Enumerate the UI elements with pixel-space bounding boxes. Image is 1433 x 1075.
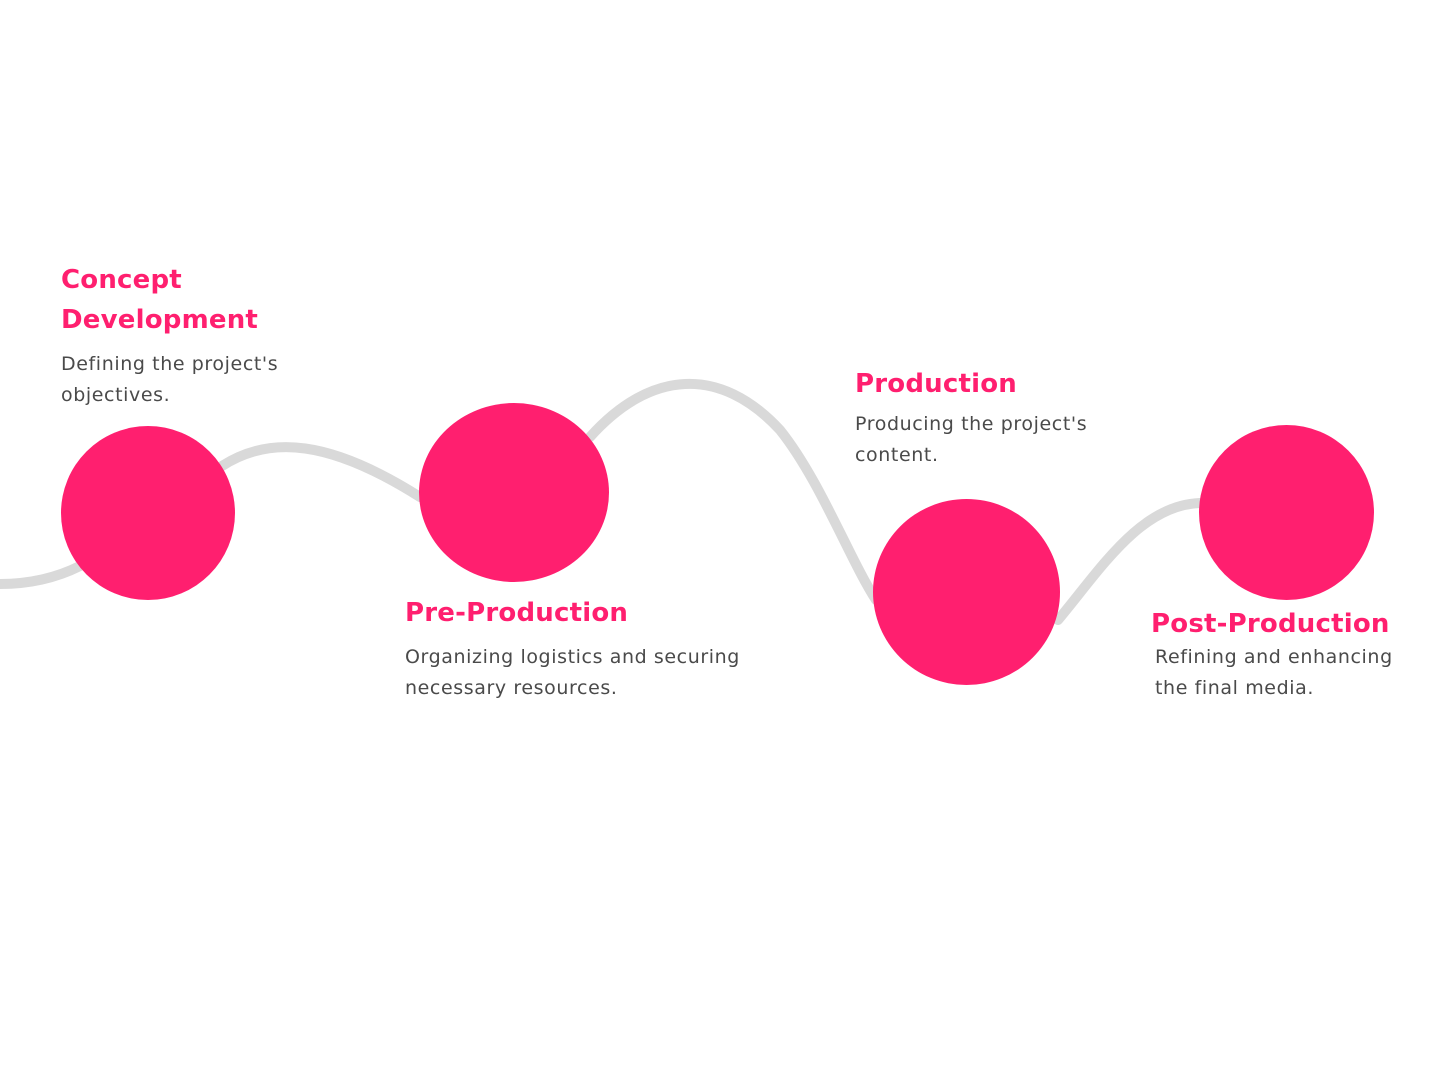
step-title-production: Production [855,369,1017,399]
step-title-concept-development: Concept Development [61,265,259,335]
step-description-pre-production: Organizing logistics and securing necess… [405,646,740,699]
step-description-concept-development: Defining the project's objectives. [61,353,279,406]
step-description-post-production: Refining and enhancing the final media. [1155,646,1393,699]
step-node-post-production [1199,425,1374,600]
step-node-pre-production [419,403,609,582]
step-node-production [873,499,1060,685]
step-node-concept-development [61,426,235,600]
step-title-post-production: Post-Production [1151,609,1390,639]
step-description-production: Producing the project's content. [855,413,1088,466]
step-title-pre-production: Pre-Production [405,598,629,628]
